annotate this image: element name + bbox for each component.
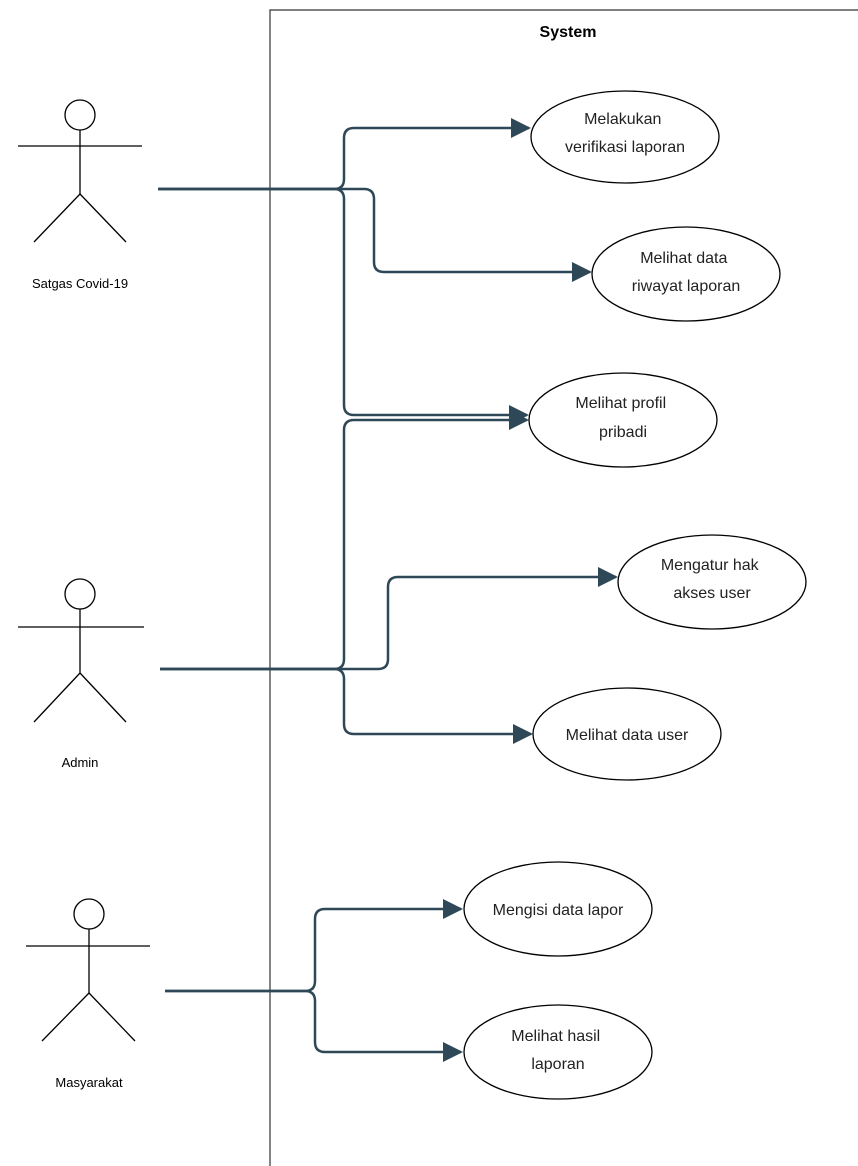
use-case-label: Mengisi data lapor: [493, 902, 624, 919]
actor-masyarakat-label: Masyarakat: [55, 1075, 123, 1090]
actor-admin-head: [64, 578, 96, 610]
use-case-label: Melihat hasil laporan: [511, 1028, 604, 1073]
associations: [158, 118, 618, 1062]
actor-masyarakat-head: [73, 898, 105, 930]
use-case-melihat-data-riwayat-laporan: Melihat data riwayat laporan: [591, 226, 781, 322]
use-case-melihat-hasil-laporan: Melihat hasil laporan: [463, 1004, 653, 1100]
association-masyarakat-uc7: [165, 989, 463, 1062]
use-case-label: Mengatur hak akses user: [661, 557, 763, 602]
system-boundary-frame: [269, 9, 858, 1166]
system-boundary: System: [269, 9, 858, 1166]
actor-admin-label: Admin: [62, 755, 99, 770]
system-title: System: [540, 24, 597, 41]
use-case-melihat-profil-pribadi: Melihat profil pribadi: [528, 372, 718, 468]
actor-satgas: [18, 99, 142, 243]
actor-admin: [18, 578, 144, 723]
actor-masyarakat: [26, 898, 150, 1042]
use-case-label: Melihat profil pribadi: [575, 395, 670, 441]
use-case-label: Melihat data riwayat laporan: [632, 250, 741, 295]
association-satgas-uc2: [158, 187, 592, 282]
association-admin-uc5: [160, 667, 533, 744]
use-case-melihat-data-user: Melihat data user: [532, 687, 722, 781]
use-case-mengatur-hak-akses-user: Mengatur hak akses user: [617, 534, 807, 630]
association-admin-uc4: [160, 567, 618, 671]
association-satgas-uc1: [158, 118, 531, 191]
association-admin-uc3: [160, 410, 529, 671]
association-satgas-uc3: [158, 187, 529, 425]
use-case-label: Melakukan verifikasi laporan: [565, 111, 685, 156]
use-case-melakukan-verifikasi-laporan: Melakukan verifikasi laporan: [530, 90, 720, 184]
use-case-mengisi-data-lapor: Mengisi data lapor: [463, 861, 653, 957]
actor-satgas-label: Satgas Covid-19: [32, 276, 128, 291]
use-case-label: Melihat data user: [566, 727, 689, 744]
actor-satgas-head: [64, 99, 96, 131]
association-masyarakat-uc6: [165, 899, 463, 993]
